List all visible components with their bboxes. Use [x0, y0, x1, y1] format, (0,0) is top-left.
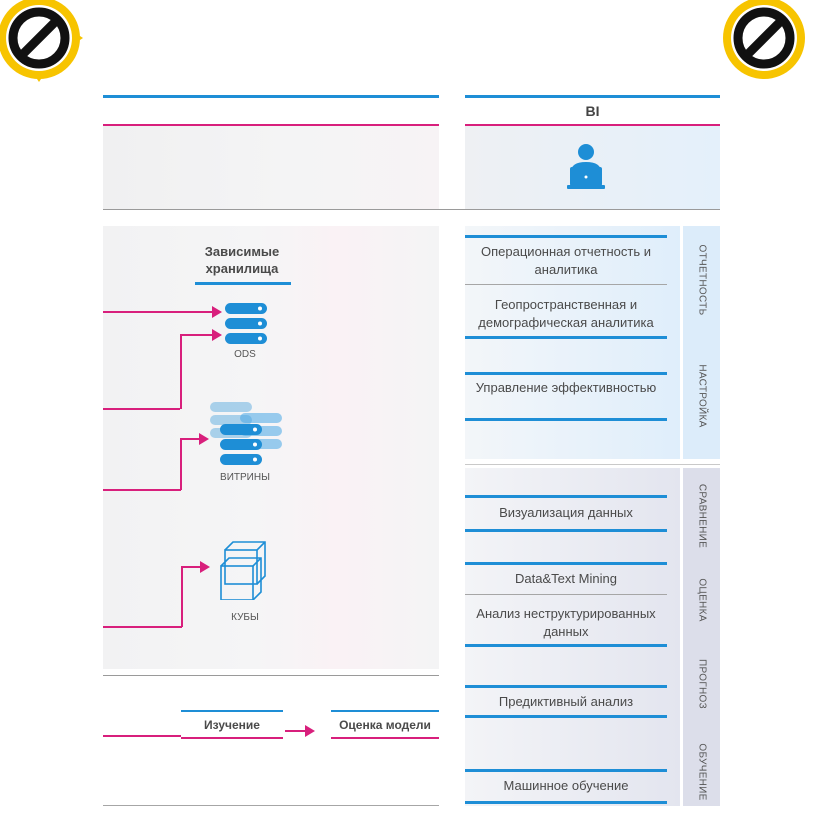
arrow-right-icon	[212, 329, 222, 341]
right-header-blue-line	[465, 95, 720, 98]
cubes-label: КУБЫ	[231, 612, 259, 623]
dependent-storage-underline	[195, 282, 291, 285]
model-eval-label: Оценка модели	[339, 718, 431, 732]
arrow-right-icon	[199, 433, 209, 445]
item-top-line	[465, 495, 667, 498]
arrow-right-icon	[305, 725, 315, 737]
connector-line	[180, 334, 182, 409]
item-bottom-line	[465, 336, 667, 339]
item-top-line	[465, 235, 667, 238]
connector-line	[103, 311, 213, 313]
connector-line	[181, 566, 201, 568]
item-data-visualization: Визуализация данных	[499, 505, 633, 520]
item-separator	[465, 594, 667, 595]
item-operational-reporting: Операционная отчетность и аналитика	[481, 244, 651, 277]
top-section-divider	[103, 209, 720, 210]
ods-label: ODS	[234, 349, 256, 360]
study-top-line	[181, 710, 283, 712]
bottom-divider	[103, 805, 439, 806]
connector-line	[180, 438, 182, 490]
arrow-right-icon	[212, 306, 222, 318]
marts-label: ВИТРИНЫ	[220, 472, 270, 483]
connector-line	[103, 626, 182, 628]
item-data-text-mining: Data&Text Mining	[515, 571, 617, 586]
user-laptop-icon	[567, 144, 605, 189]
study-label: Изучение	[204, 718, 260, 732]
study-bottom-line	[181, 737, 283, 739]
item-unstructured-analysis: Анализ неструктурированных данных	[476, 606, 656, 639]
item-bottom-line	[465, 644, 667, 647]
item-bottom-line	[465, 801, 667, 804]
bi-title: BI	[585, 103, 600, 119]
connector-line	[181, 566, 183, 627]
connector-line	[103, 735, 181, 737]
right-panel-lower	[465, 468, 680, 806]
left-header-blue-line	[103, 95, 439, 98]
connector-line	[285, 730, 307, 732]
database-stack-icon	[225, 303, 267, 344]
right-strip-upper	[683, 226, 720, 459]
forbidden-badge-icon	[723, 0, 805, 79]
item-top-line	[465, 685, 667, 688]
left-top-panel	[103, 126, 439, 209]
model-eval-top-line	[331, 710, 439, 712]
right-panel-divider	[465, 464, 720, 465]
arrow-right-icon	[200, 561, 210, 573]
layered-database-icon	[210, 402, 282, 465]
item-geospatial-analytics: Геопространственная и демографическая ан…	[478, 297, 654, 330]
item-top-line	[465, 562, 667, 565]
item-top-line	[465, 769, 667, 772]
item-predictive-analysis: Предиктивный анализ	[498, 694, 634, 709]
item-top-line	[465, 372, 667, 375]
right-strip-lower	[683, 468, 720, 806]
item-performance-management: Управление эффективностью	[475, 380, 657, 395]
item-bottom-line	[465, 715, 667, 718]
connector-line	[180, 334, 213, 336]
item-bottom-line	[465, 418, 667, 421]
cube-icon	[220, 541, 266, 600]
model-eval-bottom-line	[331, 737, 439, 739]
left-header-pink-line	[103, 124, 439, 126]
item-machine-learning: Машинное обучение	[503, 778, 629, 793]
bottom-left-divider	[103, 675, 439, 676]
dependent-storage-title: Зависимые хранилища	[204, 244, 280, 276]
item-separator	[465, 284, 667, 285]
forbidden-badge-icon	[0, 0, 83, 82]
connector-line	[180, 438, 200, 440]
right-header-pink-line	[465, 124, 720, 126]
connector-line	[103, 408, 180, 410]
item-bottom-line	[465, 529, 667, 532]
connector-line	[103, 489, 181, 491]
